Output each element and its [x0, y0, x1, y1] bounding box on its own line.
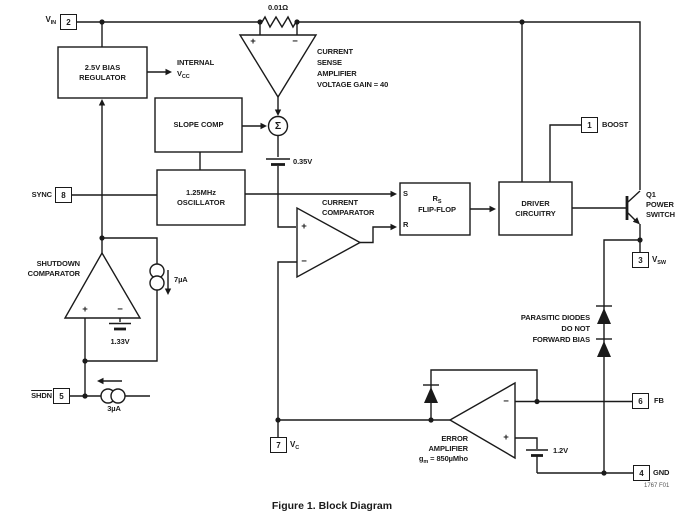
sense-amp-minus-sign: −	[292, 36, 298, 47]
pin-label-boost: BOOST	[602, 120, 629, 129]
figure-caption: Figure 1. Block Diagram	[271, 500, 393, 512]
pin-box-sync: 8	[55, 187, 72, 203]
current-7ua-label: 7µA	[174, 275, 188, 284]
sigma-symbol: Σ	[274, 120, 282, 132]
doc-reference: 1767 F01	[644, 483, 670, 489]
pin-box-vc: 7	[270, 437, 287, 453]
slope-comp-box	[154, 97, 243, 153]
error-amp-minus-sign: −	[503, 396, 509, 407]
internal-vcc-label: INTERNAL VCC	[177, 58, 215, 80]
pin-label-vin: VIN	[45, 15, 56, 26]
diode-symbols	[424, 308, 611, 403]
parasitic-diode-branch	[603, 239, 640, 473]
pin-box-vin: 2	[60, 14, 77, 30]
oscillator-box	[156, 169, 246, 226]
current-comparator-triangle	[296, 206, 362, 279]
flip-flop-label: RS FLIP-FLOP	[418, 194, 456, 214]
pin-label-gnd: GND	[653, 468, 670, 477]
comparator-plus-sign: +	[301, 221, 307, 232]
sense-amp-plus-sign: +	[250, 36, 256, 47]
pin-box-gnd: 4	[633, 465, 650, 481]
current-sense-amp-triangle	[238, 34, 318, 99]
pin-label-vsw: VSW	[652, 255, 666, 266]
arrowheads	[97, 68, 640, 385]
sense-resistor-label: 0.01Ω	[267, 3, 289, 12]
shutdown-minus-sign: −	[117, 304, 123, 315]
pin-box-boost: 1	[581, 117, 598, 133]
flip-flop-r-input-label: R	[403, 220, 409, 229]
pin-label-shdn: SHDN	[31, 391, 52, 400]
error-amplifier-label: ERROR AMPLIFIER gm = 850µMho	[418, 434, 468, 465]
error-amp-plus-sign: +	[503, 432, 509, 443]
junction-dots	[82, 19, 643, 476]
sigma-summer-circle	[267, 115, 289, 137]
comparator-minus-sign: −	[301, 256, 307, 267]
q1-transistor-symbol	[572, 190, 641, 252]
pin-box-vsw: 3	[632, 252, 649, 268]
current-source-symbols	[100, 115, 289, 404]
slope-comp-label: SLOPE COMP	[173, 120, 224, 129]
offset-voltage-label: 0.35V	[293, 157, 313, 166]
shutdown-comparator-triangle	[63, 251, 142, 319]
pin-label-vc: VC	[290, 440, 300, 451]
sense-resistor-symbol	[261, 15, 297, 29]
ref-1v2-label: 1.2V	[553, 446, 569, 455]
pin-box-shdn: 5	[53, 388, 70, 404]
pin-label-fb: FB	[654, 396, 664, 405]
battery-plates	[109, 158, 548, 457]
current-3ua-label: 3µA	[107, 404, 121, 413]
flip-flop-s-input-label: S	[403, 189, 408, 198]
pin-label-sync: SYNC	[31, 190, 53, 199]
shutdown-plus-sign: +	[82, 304, 88, 315]
ref-1v33-label: 1.33V	[110, 337, 130, 346]
error-amp-triangle	[448, 381, 516, 460]
pin-box-fb: 6	[632, 393, 649, 409]
